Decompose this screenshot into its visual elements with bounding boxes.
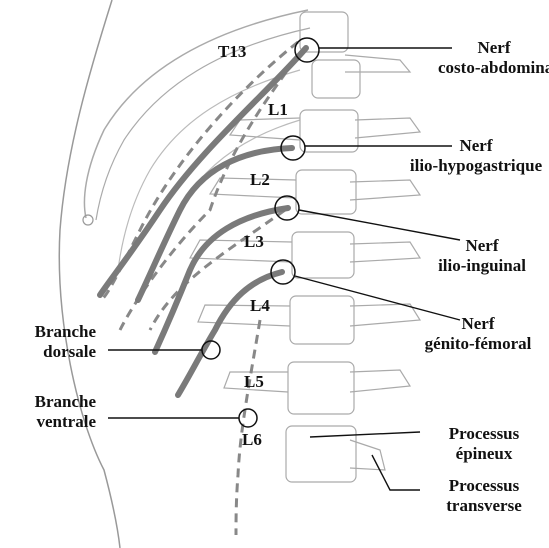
nerf-title: Nerf	[438, 38, 549, 58]
processus-name: épineux	[420, 444, 548, 464]
label-l1: L1	[268, 100, 288, 120]
nerve-ilio-inguinal	[155, 208, 288, 352]
nerf-name: ilio-hypogastrique	[402, 156, 549, 176]
processus-title: Processus	[420, 424, 548, 444]
nerf-name: génito-fémoral	[410, 334, 546, 354]
label-nerf-genito-femoral: Nerf génito-fémoral	[410, 314, 546, 354]
label-t13: T13	[218, 42, 246, 62]
label-l6: L6	[242, 430, 262, 450]
label-nerf-ilio-hypogastrique: Nerf ilio-hypogastrique	[402, 136, 549, 176]
nerf-name: costo-abdominal	[438, 58, 549, 78]
nerf-name: ilio-inguinal	[422, 256, 542, 276]
label-branche-dorsale: Branche dorsale	[6, 322, 96, 362]
rib-tip	[83, 215, 93, 225]
label-branche-ventrale: Branche ventrale	[6, 392, 96, 432]
nerf-title: Nerf	[422, 236, 542, 256]
processus-name: transverse	[420, 496, 548, 516]
branche-title: Branche	[6, 322, 96, 342]
label-processus-epineux: Processus épineux	[420, 424, 548, 464]
nerf-title: Nerf	[410, 314, 546, 334]
branche-name: ventrale	[6, 412, 96, 432]
label-l2: L2	[250, 170, 270, 190]
processus-title: Processus	[420, 476, 548, 496]
branche-name: dorsale	[6, 342, 96, 362]
label-nerf-costo-abdominal: Nerf costo-abdominal	[438, 38, 549, 78]
branche-title: Branche	[6, 392, 96, 412]
spine	[190, 12, 420, 482]
nerve-genito-femoral	[178, 272, 282, 395]
label-l4: L4	[250, 296, 270, 316]
label-l3: L3	[244, 232, 264, 252]
rib-cage-inner	[96, 28, 310, 220]
label-l5: L5	[244, 372, 264, 392]
circle-branche-ventrale	[239, 409, 257, 427]
nerf-title: Nerf	[402, 136, 549, 156]
label-nerf-ilio-inguinal: Nerf ilio-inguinal	[422, 236, 542, 276]
body-outline	[59, 0, 120, 548]
label-processus-transverse: Processus transverse	[420, 476, 548, 516]
